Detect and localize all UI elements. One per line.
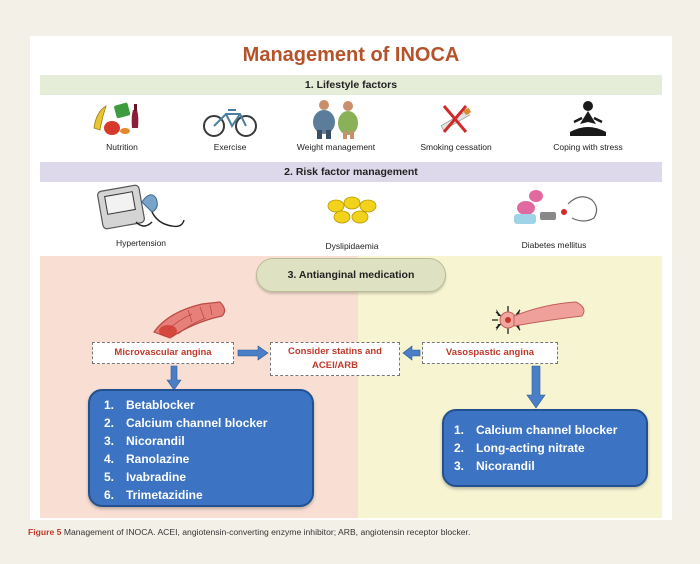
statins-line: Consider statins and <box>288 346 382 357</box>
vasospastic-drug-list: 1.Calcium channel blocker 2.Long-acting … <box>442 409 648 487</box>
statins-acei-arb-box: Consider statins and ACEI/ARB <box>270 342 400 376</box>
risk-factor-header: 2. Risk factor management <box>40 162 662 182</box>
microvascular-drug-list: 1.Betablocker 2.Calcium channel blocker … <box>88 389 314 507</box>
arrow-micro-to-statins <box>237 345 269 361</box>
fruit-vegetables-icon <box>93 102 139 135</box>
figure-label: Figure 5 <box>28 527 62 537</box>
dyslipidaemia-item: Dyslipidaemia <box>292 186 412 252</box>
acei-arb-line: ACEI/ARB <box>312 360 358 371</box>
bicycle-icon <box>203 109 257 137</box>
no-smoking-icon <box>440 105 472 133</box>
microvascular-angina-box: Microvascular angina <box>92 342 234 364</box>
list-item: 1.Betablocker <box>104 398 195 412</box>
exercise-item: Exercise <box>192 98 268 156</box>
diabetes-mellitus-item: Diabetes mellitus <box>496 182 612 254</box>
exercise-label: Exercise <box>213 142 247 152</box>
list-item: 1.Calcium channel blocker <box>454 423 618 437</box>
microvascular-vessel-icon <box>153 301 226 339</box>
antianginal-header: 3. Antianginal medication <box>256 258 446 292</box>
arrow-micro-down <box>166 365 182 391</box>
weight-management-label: Weight management <box>296 142 376 152</box>
blood-pressure-monitor-icon <box>97 184 185 230</box>
smoking-cessation-item: Smoking cessation <box>408 98 504 156</box>
list-item: 3.Nicorandil <box>454 459 535 473</box>
coping-with-stress-label: Coping with stress <box>553 142 623 152</box>
caption-text: Management of INOCA. ACEI, angiotensin-c… <box>63 527 471 537</box>
list-item: 6.Trimetazidine <box>104 488 203 502</box>
overweight-people-icon <box>313 100 358 139</box>
lipid-pills-icon <box>327 196 377 224</box>
glucose-test-icon <box>514 190 598 224</box>
nutrition-item: Nutrition <box>82 98 162 156</box>
dyslipidaemia-label: Dyslipidaemia <box>325 241 379 251</box>
arrow-vaso-down <box>526 365 546 409</box>
lifestyle-header: 1. Lifestyle factors <box>40 75 662 95</box>
list-item: 3.Nicorandil <box>104 434 185 448</box>
arrow-vaso-to-statins <box>402 345 421 361</box>
hypertension-item: Hypertension <box>86 182 196 252</box>
meditation-icon <box>570 101 606 136</box>
vasospastic-angina-box: Vasospastic angina <box>422 342 558 364</box>
list-item: 2.Long-acting nitrate <box>454 441 585 455</box>
diagram-title: Management of INOCA <box>242 44 460 66</box>
diabetes-mellitus-label: Diabetes mellitus <box>521 240 587 250</box>
figure-panel: Management of INOCA 1. Lifestyle factors… <box>30 36 672 520</box>
smoking-cessation-label: Smoking cessation <box>420 142 492 152</box>
figure-caption: Figure 5 Management of INOCA. ACEI, angi… <box>28 527 678 537</box>
list-item: 2.Calcium channel blocker <box>104 416 268 430</box>
weight-management-item: Weight management <box>288 98 384 156</box>
coping-with-stress-item: Coping with stress <box>540 98 636 156</box>
nutrition-label: Nutrition <box>106 142 138 152</box>
list-item: 4.Ranolazine <box>104 452 190 466</box>
list-item: 5.Ivabradine <box>104 470 187 484</box>
vasospastic-vessel-icon <box>492 301 585 334</box>
hypertension-label: Hypertension <box>115 238 167 248</box>
